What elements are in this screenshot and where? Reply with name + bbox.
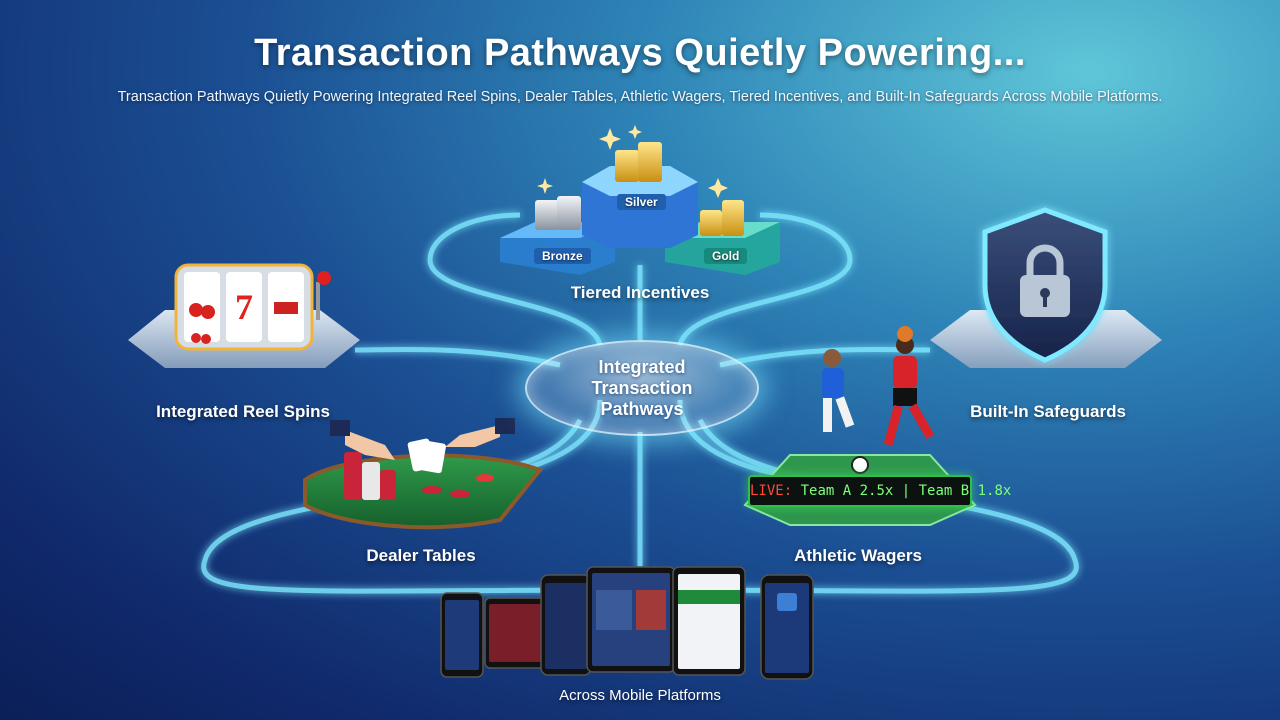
sparkle-icons [537,125,728,198]
pathway-top-left [427,212,603,346]
central-hub: Integrated Transaction Pathways [525,340,759,436]
tier-bronze-label: Bronze [534,248,591,264]
smartphone-icon [540,574,592,676]
slot-machine-icon [128,263,360,368]
poker-chips-icon [344,452,494,500]
pathway-outer-loop-right [639,399,1079,594]
pathway-top-right [677,212,853,346]
tablet-icon [484,597,546,669]
node-label-safeguards: Built-In Safeguards [970,402,1126,421]
tier-silver-label: Silver [617,194,666,210]
playing-cards-icon [330,418,515,474]
soccer-player-icon [822,349,869,474]
tablet-icon [672,566,746,676]
pathway-left-arc [354,346,561,368]
smartphone-icon [440,592,484,678]
basketball-player-icon [883,326,935,446]
node-label-mobile: Across Mobile Platforms [559,687,721,704]
node-label-reel-spins: Integrated Reel Spins [156,402,330,421]
tier-gold-label: Gold [704,248,748,264]
mobile-devices-graphic [440,566,814,680]
node-label-tiered-incentives: Tiered Incentives [570,283,710,302]
node-label-dealer-tables: Dealer Tables [366,546,476,565]
shield-lock-icon [930,207,1162,368]
pathway-outer-loop [201,399,641,594]
slot-seven-symbol: 7 [235,287,253,327]
dealer-table-graphic [303,418,544,530]
smartphone-icon [760,574,814,680]
ticker-odds: Team A 2.5x | Team B 1.8x [792,483,1012,499]
tablet-icon [586,566,676,673]
page-subtitle: Transaction Pathways Quietly Powering In… [117,89,1163,105]
ticker-live-tag: LIVE: [750,483,793,499]
live-odds-ticker: LIVE: Team A 2.5x | Team B 1.8x [748,475,1011,507]
page-title: Transaction Pathways Quietly Powering... [254,32,1026,74]
node-label-athletic-wagers: Athletic Wagers [794,546,922,565]
hub-label: Integrated Transaction Pathways [591,356,693,419]
coin-stack-icon [535,142,744,236]
